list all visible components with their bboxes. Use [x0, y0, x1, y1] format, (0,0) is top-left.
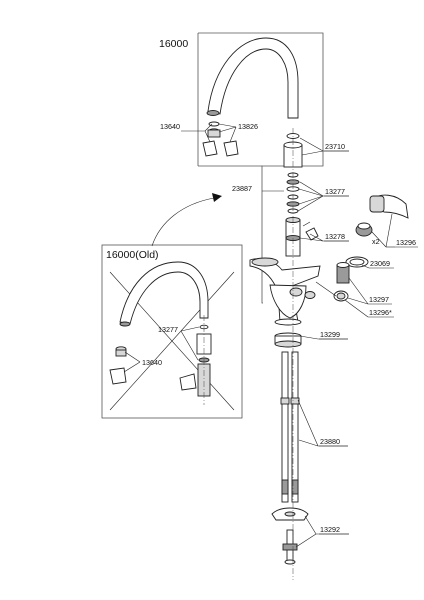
label-13278: 13278 — [325, 232, 345, 241]
label-13826: 13826 — [238, 122, 258, 131]
label-13640-main: 13640 — [160, 122, 180, 131]
old-model-frame — [101, 244, 243, 419]
handle-13296 — [369, 194, 409, 219]
replacement-arrowhead — [212, 193, 222, 202]
label-13296s: 13296* — [369, 308, 392, 317]
leader-lines — [123, 123, 418, 548]
mounting-kit-13292 — [271, 507, 309, 565]
hoses-23880 — [280, 351, 300, 503]
label-13277-main: 13277 — [325, 187, 345, 196]
old-parts — [109, 324, 212, 397]
aerator-assembly — [202, 121, 239, 157]
label-x2: x2 — [372, 237, 380, 246]
old-model-title: 16000(Old) — [106, 249, 159, 261]
faucet-body — [249, 257, 321, 348]
label-23710: 23710 — [325, 142, 345, 151]
spout — [206, 37, 299, 119]
label-13299: 13299 — [320, 330, 340, 339]
main-model-title: 16000 — [159, 38, 188, 50]
label-23880: 23880 — [320, 437, 340, 446]
label-23069: 23069 — [370, 259, 390, 268]
label-13277-old: 13277 — [158, 325, 178, 334]
label-13297: 13297 — [369, 295, 389, 304]
old-cross-b — [109, 271, 235, 411]
side-cartridge — [315, 262, 350, 302]
ring-23069-inner — [349, 258, 365, 266]
label-23887: 23887 — [232, 184, 252, 193]
replacement-arrow — [151, 197, 215, 247]
cartridge-13278 — [285, 217, 319, 257]
label-13296: 13296 — [396, 238, 416, 247]
label-13292: 13292 — [320, 525, 340, 534]
spout-body-parts — [283, 133, 303, 214]
label-13640-old: 13640 — [142, 358, 162, 367]
old-spout — [119, 261, 209, 327]
cap-x2 — [355, 222, 373, 237]
